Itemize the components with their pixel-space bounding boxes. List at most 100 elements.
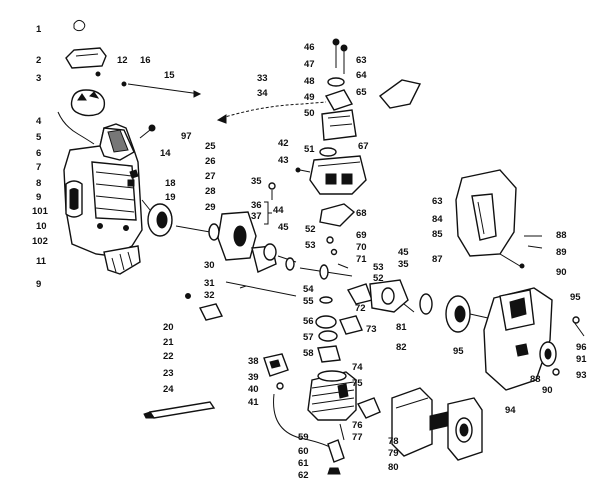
callout-42: 42 bbox=[278, 138, 289, 149]
callout-85: 85 bbox=[432, 229, 443, 240]
callout-94: 94 bbox=[505, 405, 516, 416]
part-crankcase-center bbox=[175, 211, 297, 273]
part-gasket-65 bbox=[378, 79, 422, 109]
callout-38: 38 bbox=[248, 356, 259, 367]
callout-97: 97 bbox=[181, 131, 192, 142]
callout-53a: 53 bbox=[305, 240, 316, 251]
callout-3: 3 bbox=[36, 73, 41, 84]
part-screws-center bbox=[326, 236, 349, 269]
callout-50: 50 bbox=[304, 108, 315, 119]
callout-labels: 1 2 3 4 5 6 7 8 9 101 10 102 11 9 12 16 … bbox=[32, 24, 587, 481]
callout-51: 51 bbox=[304, 144, 315, 155]
callout-102: 102 bbox=[32, 236, 48, 247]
callout-31: 31 bbox=[204, 278, 215, 289]
part-fuel-line bbox=[216, 101, 327, 124]
callout-35: 35 bbox=[251, 176, 262, 187]
callout-60: 60 bbox=[298, 446, 309, 457]
callout-16: 16 bbox=[140, 55, 151, 66]
callout-80: 80 bbox=[388, 462, 399, 473]
callout-6: 6 bbox=[36, 148, 41, 159]
callout-81: 81 bbox=[396, 322, 407, 333]
part-filter-element bbox=[70, 89, 106, 117]
callout-44: 44 bbox=[273, 205, 284, 216]
callout-39: 39 bbox=[248, 372, 259, 383]
callout-61: 61 bbox=[298, 458, 309, 469]
part-flywheel-left bbox=[141, 199, 173, 237]
part-clip bbox=[73, 19, 86, 32]
callout-88b: 88 bbox=[530, 374, 541, 385]
callout-59: 59 bbox=[298, 432, 309, 443]
callout-68: 68 bbox=[356, 208, 367, 219]
callout-78: 78 bbox=[388, 436, 399, 447]
callout-32: 32 bbox=[204, 290, 215, 301]
callout-47: 47 bbox=[304, 59, 315, 70]
bracket-36-37 bbox=[264, 201, 272, 225]
callout-95b: 95 bbox=[453, 346, 464, 357]
callout-90a: 90 bbox=[556, 267, 567, 278]
callout-62: 62 bbox=[298, 470, 309, 481]
callout-79: 79 bbox=[388, 448, 399, 459]
callout-18: 18 bbox=[165, 178, 176, 189]
callout-76: 76 bbox=[352, 420, 363, 431]
callout-48: 48 bbox=[304, 76, 315, 87]
part-ignition-module bbox=[263, 353, 289, 390]
callout-9b: 9 bbox=[36, 279, 41, 290]
callout-74: 74 bbox=[352, 362, 363, 373]
callout-52a: 52 bbox=[305, 224, 316, 235]
callout-91: 91 bbox=[576, 354, 587, 365]
callout-19: 19 bbox=[165, 192, 176, 203]
callout-64a: 64 bbox=[356, 70, 367, 81]
callout-73: 73 bbox=[366, 324, 377, 335]
callout-40: 40 bbox=[248, 384, 259, 395]
callout-21: 21 bbox=[163, 337, 174, 348]
callout-52b: 52 bbox=[373, 273, 384, 284]
part-screw-96 bbox=[572, 316, 585, 337]
callout-53b: 53 bbox=[373, 262, 384, 273]
callout-57: 57 bbox=[303, 332, 314, 343]
callout-11: 11 bbox=[36, 256, 47, 267]
callout-93: 93 bbox=[576, 370, 587, 381]
callout-88: 88 bbox=[556, 230, 567, 241]
callout-82: 82 bbox=[396, 342, 407, 353]
part-main-housing bbox=[63, 123, 143, 275]
part-cylinder-block bbox=[295, 147, 367, 195]
callout-54: 54 bbox=[303, 284, 314, 295]
part-washers-top-left bbox=[95, 71, 202, 98]
callout-36: 36 bbox=[251, 200, 262, 211]
callout-70: 70 bbox=[356, 242, 367, 253]
callout-24: 24 bbox=[163, 384, 174, 395]
callout-23: 23 bbox=[163, 368, 174, 379]
callout-22: 22 bbox=[163, 351, 174, 362]
part-bolt-14 bbox=[139, 124, 156, 139]
callout-69: 69 bbox=[356, 230, 367, 241]
callout-75: 75 bbox=[352, 378, 363, 389]
part-drive-shaft bbox=[299, 264, 353, 280]
part-screw-35 bbox=[268, 182, 276, 200]
part-carb-body bbox=[369, 279, 415, 313]
callout-43: 43 bbox=[278, 155, 289, 166]
part-bolt-87 bbox=[499, 253, 525, 269]
callout-49: 49 bbox=[304, 92, 315, 103]
callout-9a: 9 bbox=[36, 192, 41, 203]
callout-35b: 35 bbox=[398, 259, 409, 270]
callout-20: 20 bbox=[163, 322, 174, 333]
part-carb-stack bbox=[321, 38, 357, 141]
callout-41: 41 bbox=[248, 397, 259, 408]
callout-89: 89 bbox=[556, 247, 567, 258]
callout-29: 29 bbox=[205, 202, 216, 213]
callout-67: 67 bbox=[358, 141, 369, 152]
part-clutch-stack bbox=[315, 296, 341, 363]
callout-56: 56 bbox=[303, 316, 314, 327]
part-starter-drum bbox=[419, 293, 489, 333]
callout-55: 55 bbox=[303, 296, 314, 307]
part-filter-cover bbox=[65, 47, 107, 69]
callout-1: 1 bbox=[36, 24, 42, 35]
part-air-filter-right bbox=[391, 387, 483, 461]
callout-84: 84 bbox=[432, 214, 443, 225]
callout-26: 26 bbox=[205, 156, 216, 167]
callout-7: 7 bbox=[36, 162, 41, 173]
callout-4: 4 bbox=[36, 116, 42, 127]
callout-2: 2 bbox=[36, 55, 41, 66]
part-screws-right bbox=[524, 235, 543, 249]
